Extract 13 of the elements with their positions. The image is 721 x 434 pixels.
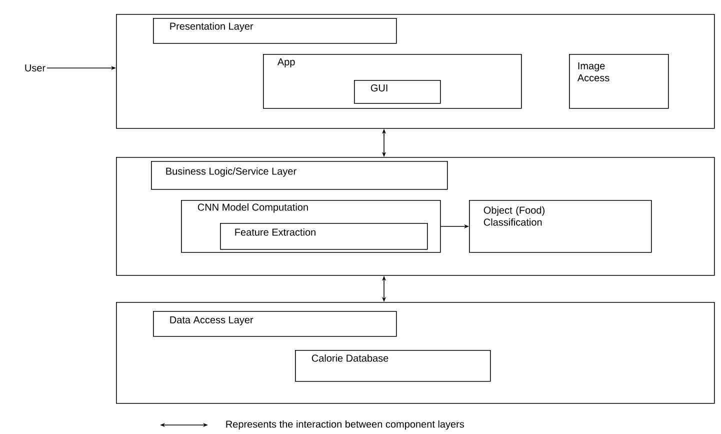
- component-box: Feature Extraction: [220, 223, 428, 250]
- component-box: Image Access: [569, 54, 669, 109]
- component-box: Object (Food) Classification: [469, 200, 652, 253]
- component-box: Calorie Database: [295, 350, 491, 382]
- actor-label: User: [25, 64, 46, 72]
- component-box: Presentation Layer: [153, 18, 397, 44]
- component-box: Business Logic/Service Layer: [151, 161, 448, 190]
- component-box: GUI: [354, 80, 441, 104]
- layer-panel: [116, 14, 715, 129]
- legend-text: Represents the interaction between component layers: [226, 420, 464, 430]
- layer-panel: [116, 302, 715, 404]
- component-box: Data Access Layer: [153, 311, 397, 337]
- layer-panel: [116, 157, 715, 276]
